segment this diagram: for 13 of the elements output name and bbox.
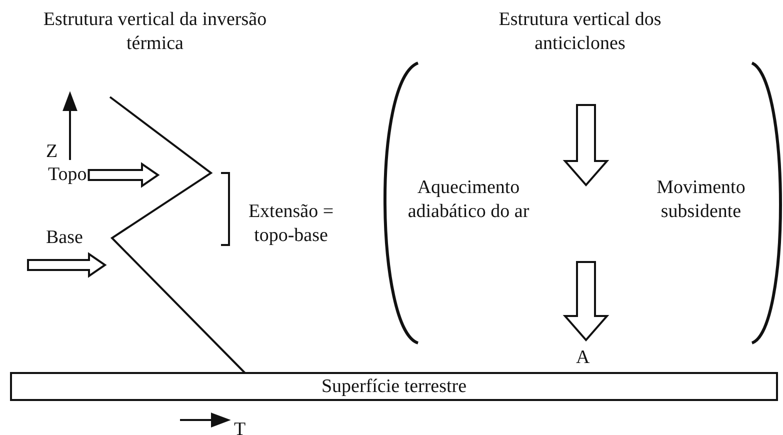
level-label: Base — [46, 226, 83, 250]
heading-text: Estrutura vertical da inversão térmica — [42, 8, 268, 56]
annotation-text: Movimento subsidente — [656, 176, 746, 224]
annotation-text: Extensão = topo-base — [247, 200, 335, 248]
axis-label: T — [234, 418, 246, 435]
level-label: Topo — [48, 163, 87, 187]
axis-label: Z — [46, 140, 58, 164]
heading-text: Estrutura vertical dos anticiclones — [498, 8, 662, 56]
annotation-text: Aquecimento adiabático do ar — [406, 176, 530, 224]
hollow-arrow — [88, 162, 160, 188]
ground-surface-bar: Superfície terrestre — [10, 372, 778, 401]
hollow-arrow — [27, 252, 107, 278]
point-label: A — [576, 346, 590, 370]
